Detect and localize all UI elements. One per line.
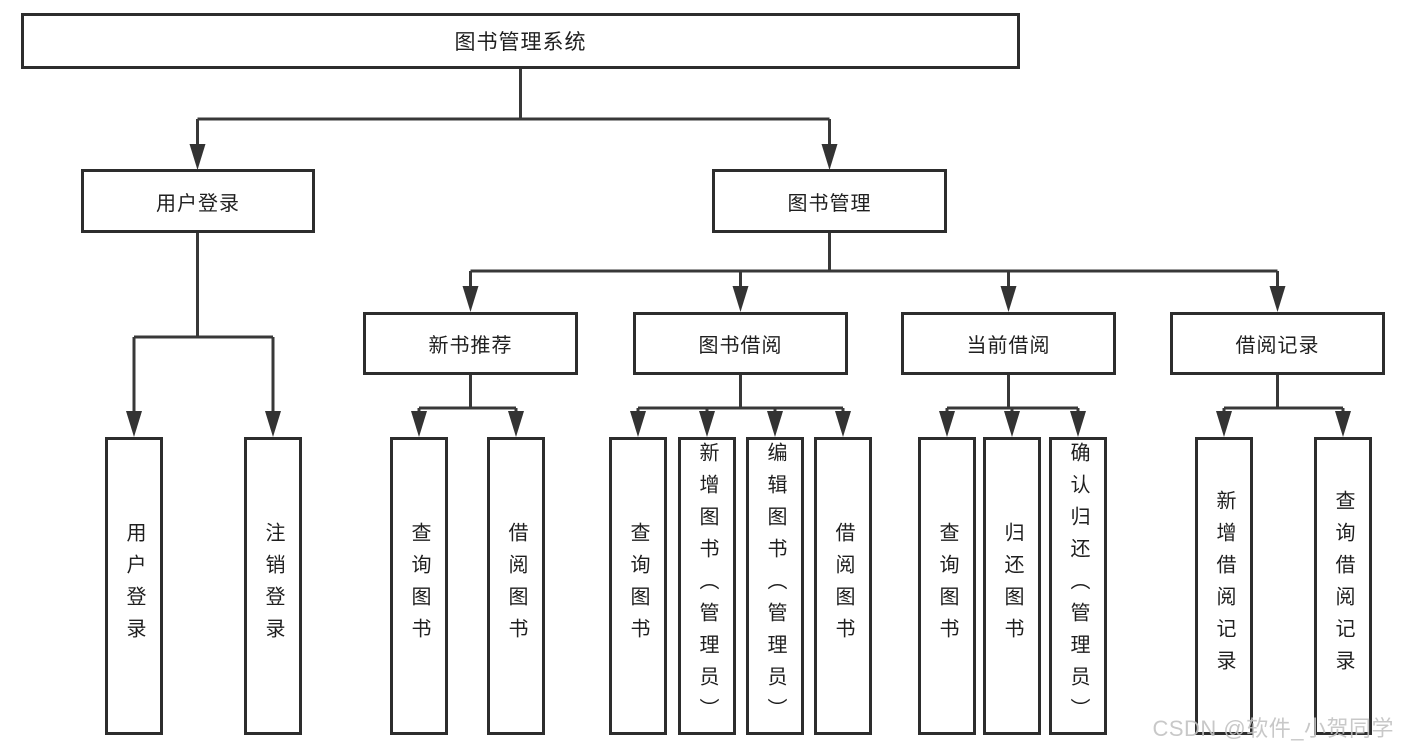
node-label: 编辑图书（管理员） <box>764 442 786 730</box>
node-label: 当前借阅 <box>966 335 1051 357</box>
leaf-borrow-books-1: 借阅图书 <box>487 437 545 735</box>
node-label: 查询图书 <box>408 522 430 650</box>
node-label: 用户登录 <box>156 192 240 215</box>
leaf-query-books-3: 查询图书 <box>918 437 976 735</box>
node-book-borrowing: 图书借阅 <box>633 312 848 375</box>
leaf-logout: 注销登录 <box>244 437 302 735</box>
leaf-user-login: 用户登录 <box>105 437 163 735</box>
node-label: 图书管理 <box>787 192 872 215</box>
node-label: 注销登录 <box>262 522 284 650</box>
csdn-watermark: CSDN @软件_小贺同学 <box>1152 716 1394 741</box>
node-library-management-system: 图书管理系统 <box>21 13 1020 69</box>
node-label: 查询图书 <box>936 522 958 650</box>
node-label: 图书借阅 <box>698 335 783 357</box>
node-label: 用户登录 <box>123 522 145 650</box>
node-label: 借阅记录 <box>1235 335 1320 357</box>
node-label: 归还图书 <box>1001 522 1023 650</box>
leaf-query-books-2: 查询图书 <box>609 437 667 735</box>
leaf-confirm-return-admin: 确认归还（管理员） <box>1049 437 1107 735</box>
leaf-query-books-1: 查询图书 <box>390 437 448 735</box>
leaf-edit-books-admin: 编辑图书（管理员） <box>746 437 804 735</box>
node-new-book-recommend: 新书推荐 <box>363 312 578 375</box>
node-label: 新书推荐 <box>428 335 513 357</box>
node-borrowing-records: 借阅记录 <box>1170 312 1385 375</box>
leaf-query-borrow-record: 查询借阅记录 <box>1314 437 1372 735</box>
leaf-return-books: 归还图书 <box>983 437 1041 735</box>
leaf-borrow-books-2: 借阅图书 <box>814 437 872 735</box>
arrow-down-icon <box>126 144 1351 437</box>
node-label: 新增借阅记录 <box>1213 490 1235 682</box>
node-label: 查询图书 <box>627 522 649 650</box>
node-user-login: 用户登录 <box>81 169 315 233</box>
tree-branch-lines <box>132 69 1345 415</box>
node-label: 借阅图书 <box>505 522 527 650</box>
node-current-borrowing: 当前借阅 <box>901 312 1116 375</box>
node-label: 新增图书（管理员） <box>696 442 718 730</box>
node-label: 图书管理系统 <box>454 31 587 54</box>
node-book-management: 图书管理 <box>712 169 947 233</box>
node-label: 查询借阅记录 <box>1332 490 1354 682</box>
node-label: 借阅图书 <box>832 522 854 650</box>
leaf-add-books-admin: 新增图书（管理员） <box>678 437 736 735</box>
node-label: 确认归还（管理员） <box>1067 442 1089 730</box>
leaf-add-borrow-record: 新增借阅记录 <box>1195 437 1253 735</box>
